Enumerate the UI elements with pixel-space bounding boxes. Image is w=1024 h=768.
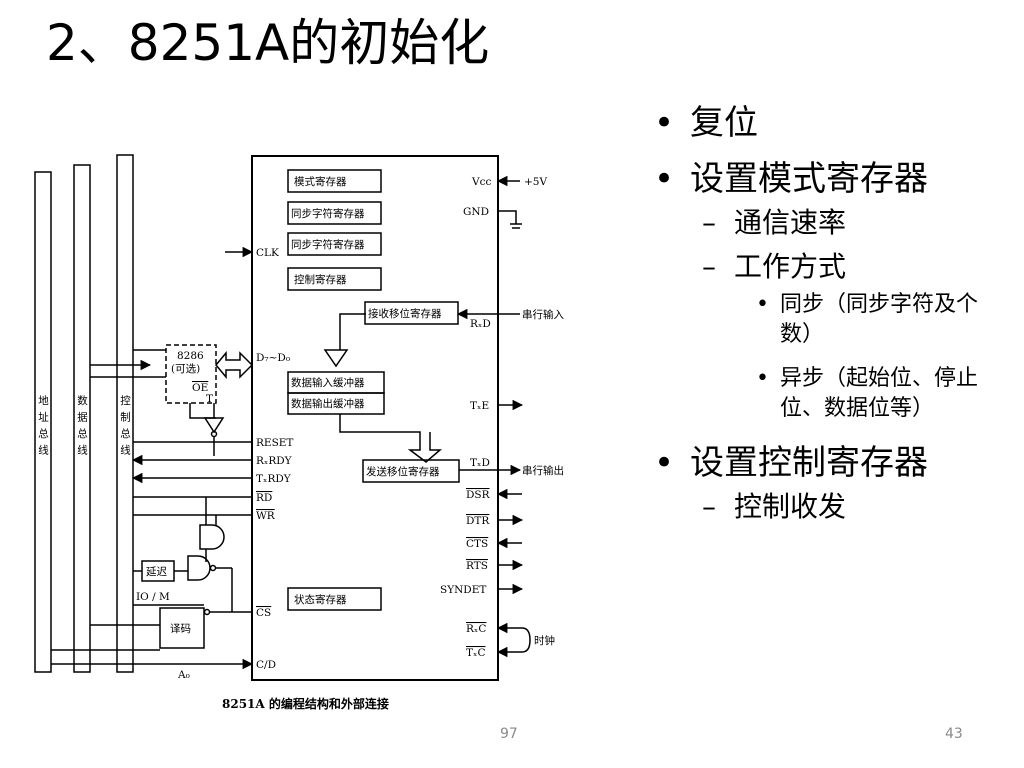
small-bullet-marker: • [756, 292, 769, 317]
pin-wr: WR [256, 510, 276, 522]
bus-data-label: 数据总线 [76, 394, 88, 461]
serial-output-label: 串行输出 [522, 464, 564, 477]
pin-syndet: SYNDET [440, 584, 486, 596]
bullet-reset: • 复位 [650, 100, 1020, 146]
data-output-buffer: 数据输出缓冲器 [291, 397, 365, 410]
sub-sub-bullet-text: 同步（同步字符及个数） [780, 292, 979, 347]
pin-reset: RESET [256, 437, 293, 449]
dash-marker: – [702, 250, 716, 283]
delay-label: 延迟 [146, 565, 167, 578]
sub-sub-bullet-sync: • 同步（同步字符及个数） [650, 290, 1000, 350]
bullet-mode-register: • 设置模式寄存器 [650, 156, 1020, 202]
pin-d7-d0: D₇~D₀ [256, 352, 290, 364]
8251a-structure-diagram: 地址总线 数据总线 控制总线 模式寄存器 同步字符寄存器 同步字符寄存器 控制寄… [34, 154, 564, 711]
sync-register-2: 同步字符寄存器 [291, 238, 365, 251]
bullet-list: • 复位 • 设置模式寄存器 – 通信速率 – 工作方式 • 同步（同步字符及个… [650, 100, 1020, 526]
chip-8286-label: 8286 [177, 350, 204, 362]
rx-shift-register: 接收移位寄存器 [368, 307, 442, 320]
pin-dsr: DSR [466, 489, 491, 501]
control-register: 控制寄存器 [294, 273, 347, 286]
bullet-text: 复位 [690, 103, 758, 143]
pin-rxc: RₓC [466, 623, 486, 635]
bullet-control-register: • 设置控制寄存器 [650, 440, 1020, 486]
small-bullet-marker: • [756, 366, 769, 391]
bus-address-label: 地址总线 [37, 394, 49, 461]
bullet-marker: • [654, 443, 675, 483]
pin-vcc: Vcc [471, 176, 491, 188]
sub-sub-bullet-async: • 异步（起始位、停止位、数据位等） [650, 364, 1000, 424]
bus-control-label: 控制总线 [119, 394, 131, 461]
pin-txc: TₓC [466, 647, 486, 659]
pin-rxd: RₓD [470, 318, 491, 330]
pin-txrdy: TₓRDY [256, 473, 292, 485]
chip-oe-label: OE [192, 382, 208, 394]
slide-title: 2、8251A的初始化 [46, 14, 490, 72]
slide-number: 43 [945, 726, 963, 742]
data-input-buffer: 数据输入缓冲器 [291, 376, 365, 389]
pin-dtr: DTR [466, 515, 490, 527]
pin-rxrdy: RₓRDY [256, 455, 293, 467]
mode-register: 模式寄存器 [294, 175, 347, 188]
sub-bullet-baud-rate: – 通信速率 [650, 204, 1020, 242]
sub-sub-bullet-text: 异步（起始位、停止位、数据位等） [780, 366, 979, 421]
tx-shift-register: 发送移位寄存器 [366, 465, 440, 478]
pin-txd: TₓD [470, 457, 490, 469]
pin-cd: C/D [256, 659, 276, 671]
status-register: 状态寄存器 [294, 593, 347, 606]
pin-cs: CS [256, 607, 271, 619]
dash-marker: – [702, 490, 716, 523]
pin-rts: RTS [466, 560, 488, 572]
sub-bullet-text: 控制收发 [734, 490, 847, 523]
sub-bullet-tx-rx-control: – 控制收发 [650, 488, 1020, 526]
sub-bullet-text: 工作方式 [734, 250, 847, 283]
sync-register-1: 同步字符寄存器 [291, 207, 365, 220]
bullet-marker: • [654, 159, 675, 199]
io-m-label: IO / M [136, 591, 170, 603]
pin-clk: CLK [256, 247, 279, 259]
serial-input-label: 串行输入 [522, 308, 564, 321]
chip-t-label: T [206, 393, 213, 405]
clock-label: 时钟 [534, 634, 555, 647]
pin-cts: CTS [466, 538, 488, 550]
a0-label: A₀ [177, 669, 190, 681]
power-label: +5V [524, 176, 547, 188]
bullet-marker: • [654, 103, 675, 143]
bullet-text: 设置控制寄存器 [690, 443, 928, 483]
pin-gnd: GND [463, 206, 489, 218]
sub-bullet-work-mode: – 工作方式 [650, 248, 1020, 286]
pin-txe: TₓE [470, 400, 489, 412]
bullet-text: 设置模式寄存器 [690, 159, 928, 199]
footer-number-left: 97 [500, 726, 518, 742]
diagram-caption: 8251A 的编程结构和外部连接 [222, 696, 389, 711]
sub-bullet-text: 通信速率 [734, 206, 847, 239]
decoder-label: 译码 [170, 623, 191, 635]
dash-marker: – [702, 206, 716, 239]
pin-rd: RD [256, 492, 272, 504]
chip-8286-optional: (可选) [171, 362, 200, 375]
